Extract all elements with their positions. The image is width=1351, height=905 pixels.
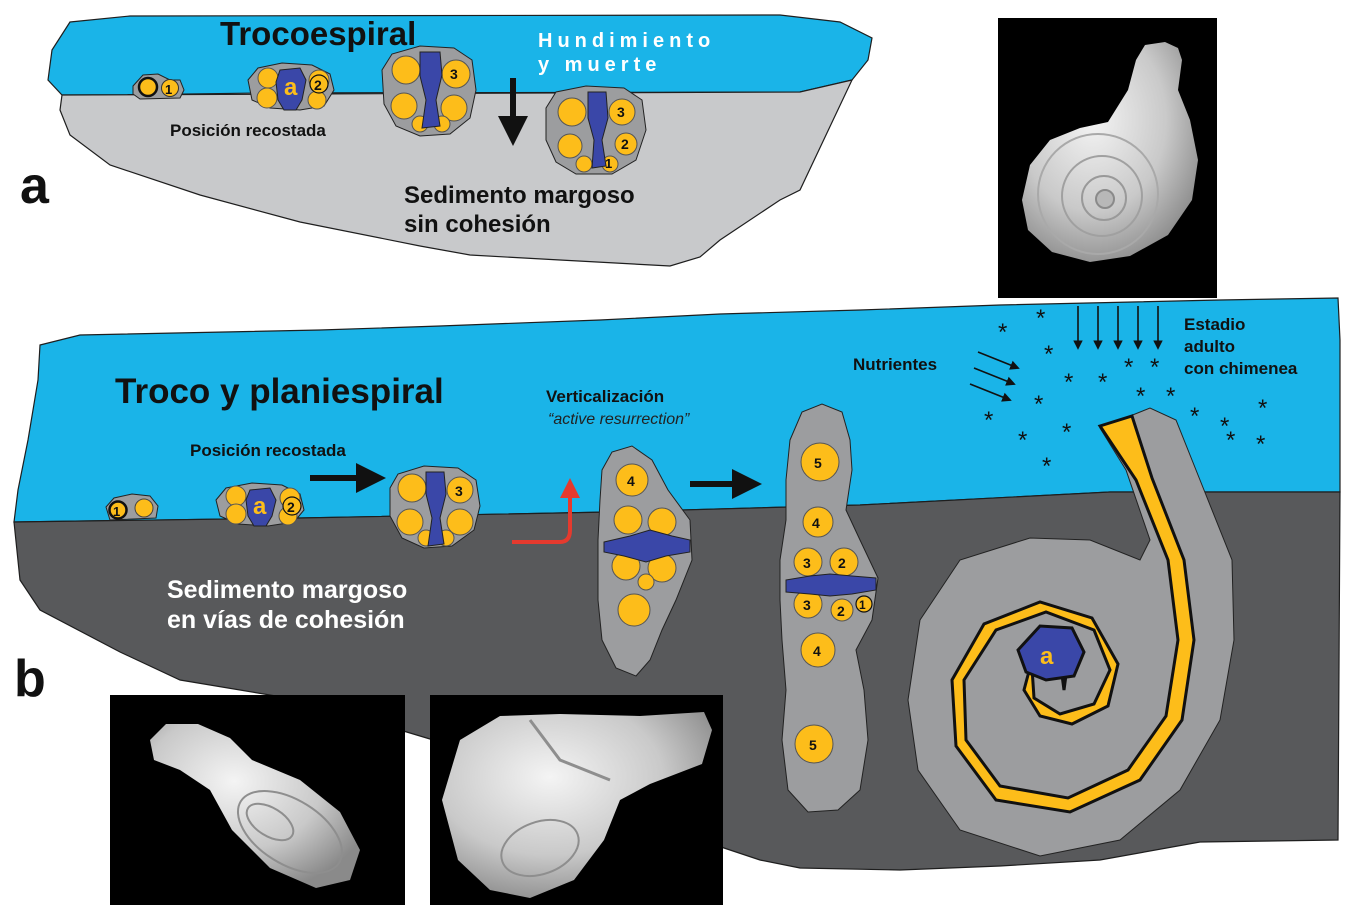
svg-text:*: * bbox=[1018, 427, 1027, 454]
chamber-number: 3 bbox=[450, 66, 458, 82]
shell-photo-top bbox=[998, 18, 1217, 298]
svg-text:*: * bbox=[1064, 369, 1073, 396]
svg-text:*: * bbox=[1226, 427, 1235, 454]
chamber-number: 1 bbox=[113, 504, 120, 519]
chamber-number: 5 bbox=[809, 737, 817, 753]
chamber-number: 1 bbox=[165, 82, 172, 97]
panel-b-letter: b bbox=[14, 650, 46, 708]
svg-text:*: * bbox=[1042, 453, 1051, 480]
chamber-number: 4 bbox=[627, 473, 635, 489]
panel-b-vert-sub: “active resurrection” bbox=[548, 411, 690, 428]
svg-text:*: * bbox=[1098, 369, 1107, 396]
apex-label: a bbox=[1040, 643, 1054, 670]
panel-b-sediment-line-2: en vías de cohesión bbox=[167, 606, 405, 634]
chamber-number: 4 bbox=[813, 643, 821, 659]
chamber-number: 3 bbox=[617, 104, 625, 120]
chamber-number: 1 bbox=[859, 598, 866, 612]
chamber-number: 2 bbox=[837, 603, 845, 619]
chamber-number: 3 bbox=[803, 597, 811, 613]
panel-b-vert-label: Verticalización bbox=[546, 387, 664, 406]
chamber-number: 5 bbox=[814, 455, 822, 471]
panel-b-shell-stage-2: a 2 bbox=[216, 483, 304, 526]
chamber-number: 2 bbox=[838, 555, 846, 571]
panel-b-sediment-line-1: Sedimento margoso bbox=[167, 576, 407, 604]
panel-a-sediment-line-1: Sedimento margoso bbox=[404, 182, 635, 209]
panel-a: a Trocoespiral Hundimiento y muerte Posi… bbox=[20, 15, 872, 266]
svg-text:*: * bbox=[1062, 419, 1071, 446]
panel-b-shell-stage-1: 1 bbox=[106, 494, 158, 520]
chamber-number: 3 bbox=[455, 483, 463, 499]
chamber-number: 2 bbox=[314, 77, 322, 93]
panel-a-title: Trocoespiral bbox=[220, 15, 416, 52]
panel-a-sediment-line-2: sin cohesión bbox=[404, 211, 551, 238]
panel-b-position-label: Posición recostada bbox=[190, 441, 346, 460]
shell-photo-bottom-left bbox=[110, 695, 405, 905]
panel-b-adult-line-2: adulto bbox=[1184, 337, 1235, 356]
svg-text:*: * bbox=[1190, 403, 1199, 430]
apex-label: a bbox=[253, 493, 267, 520]
panel-a-position-label: Posición recostada bbox=[170, 121, 326, 140]
svg-text:*: * bbox=[998, 319, 1007, 346]
svg-text:*: * bbox=[1034, 391, 1043, 418]
panel-a-shell-stage-4: 3 2 1 bbox=[546, 86, 646, 174]
svg-text:*: * bbox=[1256, 431, 1265, 458]
panel-b-adult-line-1: Estadio bbox=[1184, 315, 1245, 334]
panel-a-sink-label-2: y muerte bbox=[538, 54, 661, 76]
svg-text:*: * bbox=[1124, 354, 1133, 381]
chamber-number: 3 bbox=[803, 555, 811, 571]
svg-text:*: * bbox=[1150, 354, 1159, 381]
svg-text:*: * bbox=[984, 407, 993, 434]
chamber-number: 2 bbox=[621, 136, 629, 152]
svg-text:*: * bbox=[1044, 341, 1053, 368]
svg-text:*: * bbox=[1258, 395, 1267, 422]
panel-b-shell-stage-3: 3 bbox=[390, 466, 480, 548]
panel-a-shell-stage-3: 3 bbox=[382, 46, 476, 136]
shell-photo-bottom-right bbox=[430, 695, 723, 905]
svg-text:*: * bbox=[1136, 383, 1145, 410]
panel-a-shell-stage-2: a 2 bbox=[248, 63, 334, 110]
panel-a-sink-label-1: Hundimiento bbox=[538, 30, 715, 52]
apex-label: a bbox=[284, 74, 298, 101]
chamber-number: 2 bbox=[287, 499, 295, 515]
panel-b-adult-line-3: con chimenea bbox=[1184, 359, 1298, 378]
panel-b-nutrients-label: Nutrientes bbox=[853, 355, 937, 374]
chamber-number: 1 bbox=[605, 156, 612, 171]
panel-a-letter: a bbox=[20, 157, 50, 215]
svg-text:*: * bbox=[1036, 305, 1045, 332]
panel-b-title: Troco y planiespiral bbox=[115, 372, 444, 411]
svg-text:*: * bbox=[1166, 383, 1175, 410]
chamber-number: 4 bbox=[812, 515, 820, 531]
